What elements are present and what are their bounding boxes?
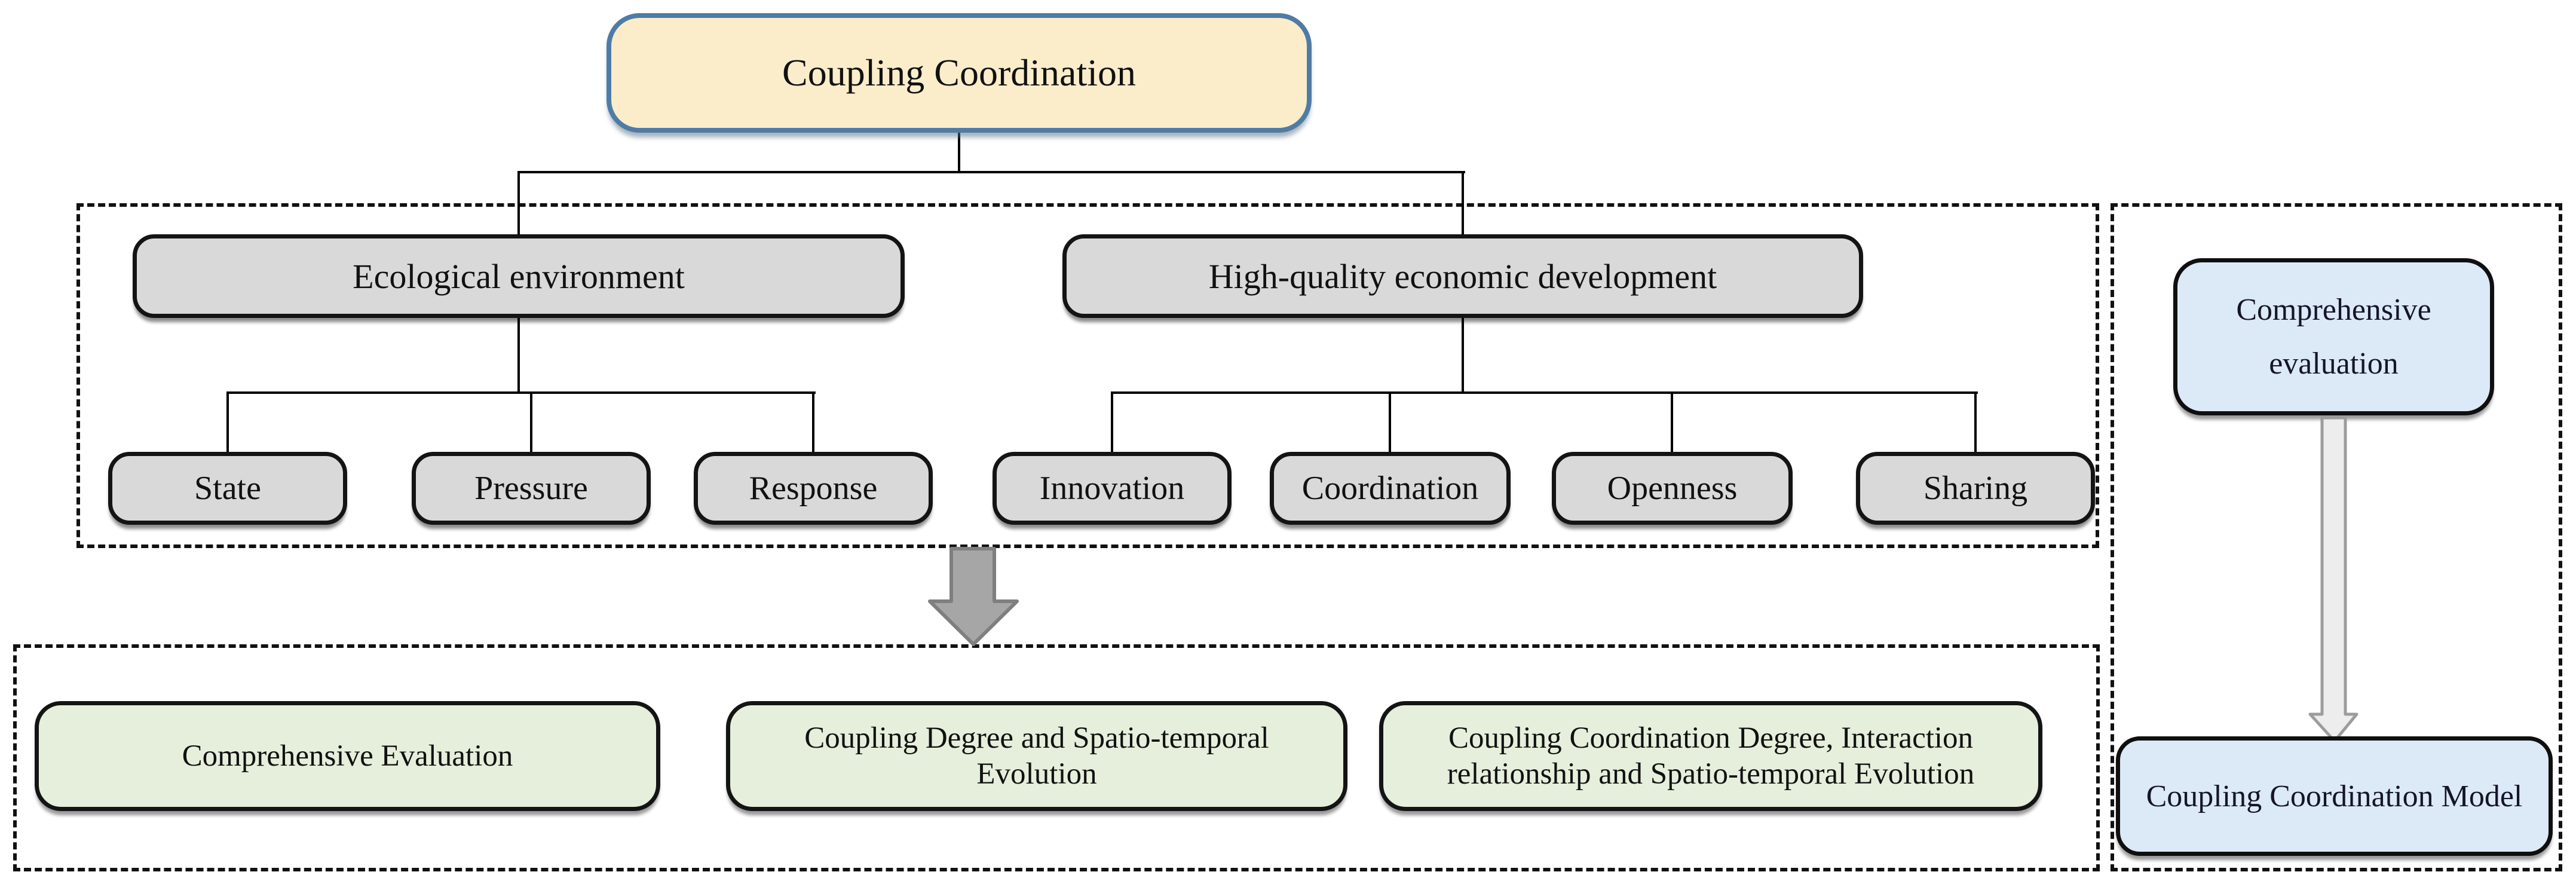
coupling-coordination-model-box: Coupling Coordination Model bbox=[2116, 736, 2553, 856]
connector-line bbox=[226, 391, 229, 452]
innovation-label: Innovation bbox=[1039, 470, 1185, 507]
connector-line bbox=[1111, 391, 1978, 394]
connector-line bbox=[812, 391, 814, 452]
comprehensive-evaluation-output-label: Comprehensive Evaluation bbox=[182, 739, 513, 773]
coupling-coordination-degree-box: Coupling Coordination Degree, Interactio… bbox=[1379, 701, 2042, 811]
connector-line bbox=[1462, 171, 1464, 234]
coordination-box: Coordination bbox=[1270, 452, 1511, 525]
sharing-label: Sharing bbox=[1923, 470, 2028, 507]
model-dashed-panel bbox=[2111, 203, 2562, 871]
ecological-environment-label: Ecological environment bbox=[353, 256, 685, 296]
down-arrow-outline-icon bbox=[2308, 416, 2358, 743]
innovation-box: Innovation bbox=[993, 452, 1232, 525]
connector-line bbox=[517, 171, 1465, 173]
state-label: State bbox=[194, 470, 261, 507]
connector-line bbox=[1389, 391, 1391, 452]
openness-box: Openness bbox=[1552, 452, 1793, 525]
coupling-coordination-label: Coupling Coordination bbox=[782, 51, 1136, 94]
response-box: Response bbox=[694, 452, 933, 525]
down-arrow-icon bbox=[928, 547, 1019, 646]
connector-line bbox=[1974, 391, 1977, 452]
results-dashed-panel bbox=[13, 644, 2100, 871]
comprehensive-evaluation-output-box: Comprehensive Evaluation bbox=[35, 701, 660, 811]
sharing-box: Sharing bbox=[1856, 452, 2095, 525]
coordination-label: Coordination bbox=[1301, 470, 1479, 507]
connector-line bbox=[530, 391, 532, 452]
connector-line bbox=[1671, 391, 1673, 452]
high-quality-economic-development-box: High-quality economic development bbox=[1062, 234, 1863, 318]
ecological-environment-box: Ecological environment bbox=[133, 234, 905, 318]
comprehensive-evaluation-label: Comprehensive evaluation bbox=[2236, 293, 2431, 381]
indicator-system-dashed-panel bbox=[76, 203, 2099, 548]
connector-line bbox=[517, 318, 520, 394]
connector-line bbox=[1462, 318, 1464, 394]
high-quality-economic-development-label: High-quality economic development bbox=[1208, 256, 1717, 296]
state-box: State bbox=[108, 452, 347, 525]
coupling-degree-evolution-label: Coupling Degree and Spatio-temporal Evol… bbox=[804, 721, 1269, 791]
coupling-degree-evolution-box: Coupling Degree and Spatio-temporal Evol… bbox=[726, 701, 1347, 811]
comprehensive-evaluation-box: Comprehensive evaluation bbox=[2173, 258, 2494, 415]
response-label: Response bbox=[749, 470, 878, 507]
connector-line bbox=[226, 391, 816, 394]
coupling-coordination-box: Coupling Coordination bbox=[607, 13, 1312, 133]
pressure-label: Pressure bbox=[474, 470, 588, 507]
coupling-coordination-model-label: Coupling Coordination Model bbox=[2146, 779, 2523, 813]
connector-line bbox=[958, 133, 960, 173]
coupling-coordination-degree-label: Coupling Coordination Degree, Interactio… bbox=[1447, 721, 1975, 791]
connector-line bbox=[517, 171, 520, 234]
pressure-box: Pressure bbox=[412, 452, 651, 525]
openness-label: Openness bbox=[1607, 470, 1738, 507]
connector-line bbox=[1111, 391, 1113, 452]
